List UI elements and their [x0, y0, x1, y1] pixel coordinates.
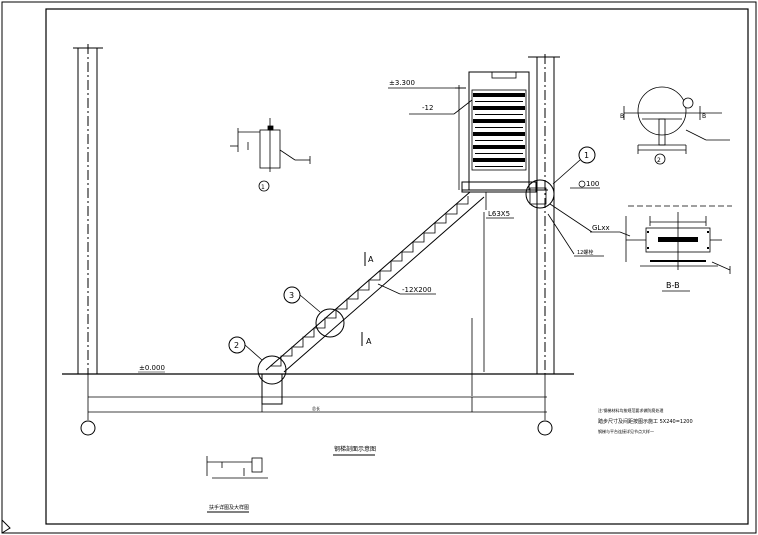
platform-top-band: [491, 71, 517, 79]
detail-marker-3-leader: [299, 294, 321, 313]
top-elevation-label: ±3.300: [389, 79, 415, 87]
detail-marker-2-label: 2: [234, 341, 239, 350]
section-bb-bolt-slot: [658, 237, 698, 242]
column-connection-circle: [525, 179, 555, 209]
detail-marker-1-leader: [552, 159, 581, 185]
detail-2-marker-label: 2: [657, 157, 661, 164]
dim-100-label: 100: [586, 180, 599, 188]
platform-base: [461, 181, 537, 193]
grating-area: [471, 89, 527, 171]
corner-mark: [1, 519, 11, 534]
detail-marker-2-leader: [244, 344, 263, 361]
handrail-detail-drawing: [206, 456, 268, 479]
main-drawing-title: 钢梯剖面示意图: [334, 445, 376, 453]
column-connection-plate: [529, 187, 547, 205]
detail-marker-1-top: [578, 146, 596, 164]
plate-label-leader: [453, 99, 473, 115]
axis-bubble-left: [80, 420, 96, 436]
angle-label: L63X5: [488, 210, 510, 218]
detail-1-marker-label: 1: [261, 184, 265, 191]
beam-label-arrow: [619, 231, 631, 237]
bolt-label-leader: [547, 213, 575, 255]
detail-1-marker: [258, 180, 270, 192]
section-mark-a-bottom: A: [366, 337, 372, 346]
grating-dots: [475, 101, 523, 167]
dim-100-dia: [578, 180, 586, 188]
bottom-dimension-text: 总长: [312, 405, 320, 411]
ground-elevation-label: ±0.000: [139, 364, 165, 372]
detail-1-drawing: [230, 118, 311, 172]
plate-label: -12: [422, 104, 433, 112]
detail-2-drawing: [623, 86, 730, 154]
detail-2-right-mark: B: [702, 113, 706, 120]
grating-bars: [473, 93, 525, 162]
stair-treads: [270, 196, 469, 367]
section-mark-a-top: A: [368, 255, 374, 264]
section-bb-dots: [647, 231, 709, 262]
slope-plate-label: -12X200: [402, 286, 432, 294]
detail-circle-bottom: [257, 355, 287, 385]
note-line-3: 钢梯与平台连接详见节点大样一: [598, 428, 654, 434]
stair-foundation: [261, 373, 283, 405]
bolt-label: 12螺栓: [577, 249, 593, 256]
detail-2-left-mark: B: [620, 113, 624, 120]
stair-stringer: [265, 191, 485, 373]
section-bb-title: B-B: [666, 281, 680, 290]
note-line-2: 踏步尺寸及间距按图示施工 5X240=1200: [598, 418, 693, 425]
detail-2-marker: [654, 153, 666, 165]
beam-label: GLxx: [592, 224, 610, 232]
beam-label-leader: [549, 203, 593, 233]
handrail-detail-title: 扶手详图及大样图: [209, 504, 249, 511]
axis-bubble-right: [537, 420, 553, 436]
detail-circle-mid: [315, 308, 345, 338]
detail-marker-3-label: 3: [289, 291, 294, 300]
right-column: [528, 54, 560, 374]
note-line-1: 注:钢梯材料均按规范要求做防腐处理: [598, 407, 663, 413]
left-column: [73, 44, 103, 374]
detail-marker-1-top-label: 1: [584, 151, 589, 160]
inner-border: [45, 8, 749, 525]
bottom-dimension: [87, 374, 547, 420]
slope-plate-leader: [377, 283, 401, 295]
